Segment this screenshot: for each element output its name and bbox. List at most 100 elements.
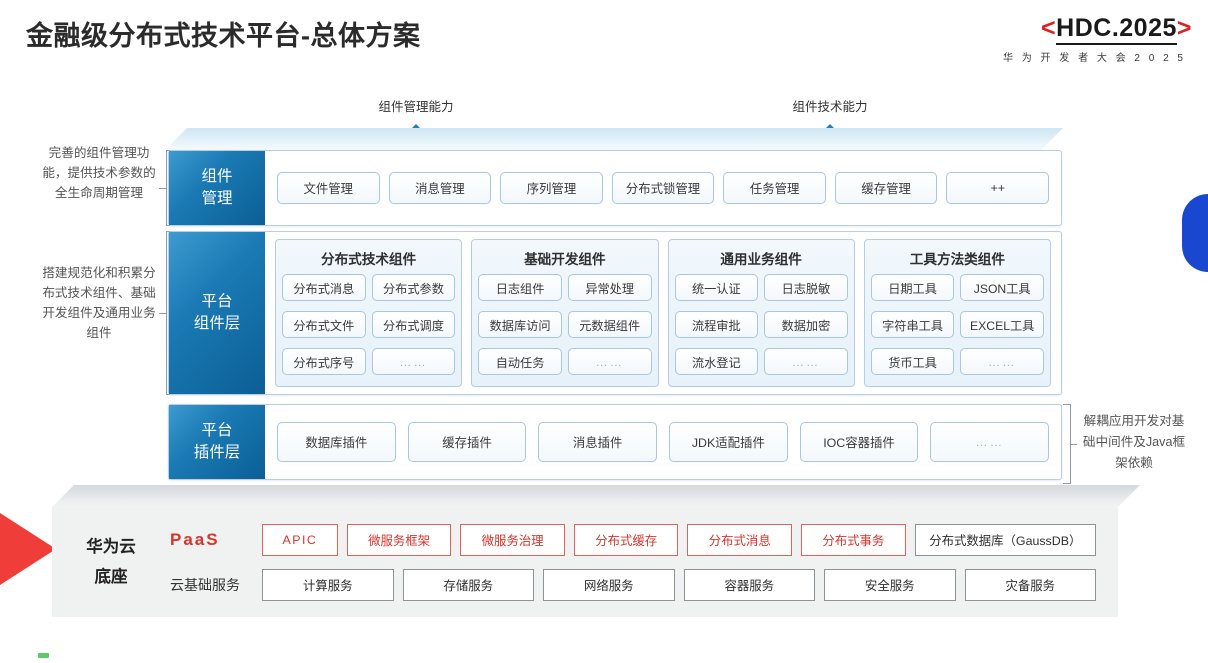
layer-label-line2: 管理	[201, 190, 233, 207]
chip-log-component[interactable]: 日志组件	[478, 274, 562, 301]
layer-platform-plugins: 平台 插件层 数据库插件 缓存插件 消息插件 JDK适配插件 IOC容器插件 ……	[168, 404, 1062, 480]
cell-disaster-recovery-service[interactable]: 灾备服务	[964, 568, 1096, 601]
section-huawei-cloud-base: 华为云 底座 PaaS APIC 微服务框架 微服务治理 分布式缓存 分布式消息…	[52, 507, 1118, 617]
layer-label-platform-plugins: 平台 插件层	[169, 405, 265, 479]
logo-bracket-right-icon: >	[1176, 14, 1192, 42]
callout-right-label: 组件技术能力	[792, 100, 868, 114]
cell-distributed-message[interactable]: 分布式消息	[687, 523, 793, 556]
chip-more-dots[interactable]: ……	[960, 348, 1044, 375]
chip-more-dots[interactable]: ……	[567, 348, 652, 375]
chip-auto-task[interactable]: 自动任务	[478, 348, 562, 375]
chip-file-management[interactable]: 文件管理	[277, 172, 380, 204]
cloud-row-paas: PaaS APIC 微服务框架 微服务治理 分布式缓存 分布式消息 分布式事务 …	[170, 521, 1097, 558]
brace-tick-left-2	[159, 313, 166, 314]
group-grid: 日期工具 JSON工具 字符串工具 EXCEL工具 货币工具 ……	[870, 274, 1044, 380]
callout-left-label: 组件管理能力	[378, 100, 454, 114]
chip-jdk-adapter-plugin[interactable]: JDK适配插件	[669, 422, 788, 462]
cloud-base-top-face-decoration	[52, 485, 1140, 507]
cell-distributed-transaction[interactable]: 分布式事务	[801, 523, 906, 556]
chip-more-dots[interactable]: ……	[764, 348, 848, 375]
cloud-base-title-line2: 底座	[94, 568, 128, 586]
group-general-business-components: 通用业务组件 统一认证 日志脱敏 流程审批 数据加密 流水登记 ……	[667, 239, 855, 387]
layer-body-platform-plugins: 数据库插件 缓存插件 消息插件 JDK适配插件 IOC容器插件 ……	[265, 405, 1061, 479]
note-left-components: 搭建规范化和积累分布式技术组件、基础开发组件及通用业务组件	[42, 266, 156, 340]
layer-label-line1: 组件	[201, 168, 233, 185]
group-grid: 分布式消息 分布式参数 分布式文件 分布式调度 分布式序号 ……	[282, 274, 456, 380]
chip-distributed-parameter[interactable]: 分布式参数	[371, 274, 456, 301]
layer-label-platform-components: 平台 组件层	[169, 232, 265, 394]
chip-ioc-container-plugin[interactable]: IOC容器插件	[799, 422, 919, 462]
chip-unified-auth[interactable]: 统一认证	[674, 274, 759, 301]
chip-cache-plugin[interactable]: 缓存插件	[407, 422, 527, 462]
group-grid: 日志组件 异常处理 数据库访问 元数据组件 自动任务 ……	[478, 274, 652, 380]
group-grid: 统一认证 日志脱敏 流程审批 数据加密 流水登记 ……	[674, 274, 848, 380]
chip-excel-util[interactable]: EXCEL工具	[960, 311, 1044, 338]
paas-cells: APIC 微服务框架 微服务治理 分布式缓存 分布式消息 分布式事务 分布式数据…	[262, 523, 1097, 556]
group-utility-components: 工具方法类组件 日期工具 JSON工具 字符串工具 EXCEL工具 货币工具 ……	[863, 239, 1051, 387]
group-basic-dev-components: 基础开发组件 日志组件 异常处理 数据库访问 元数据组件 自动任务 ……	[471, 239, 659, 387]
chip-cache-management[interactable]: 缓存管理	[834, 172, 938, 204]
chip-distributed-lock-management[interactable]: 分布式锁管理	[611, 172, 715, 204]
brace-tick-right-1	[1070, 444, 1077, 445]
chip-task-management[interactable]: 任务管理	[723, 172, 826, 204]
chip-exception-handling[interactable]: 异常处理	[567, 274, 652, 301]
chip-process-approval[interactable]: 流程审批	[674, 311, 759, 338]
cell-distributed-cache[interactable]: 分布式缓存	[573, 523, 679, 556]
cloud-row-infra: 云基础服务 计算服务 存储服务 网络服务 容器服务 安全服务 灾备服务	[170, 566, 1096, 603]
chip-message-plugin[interactable]: 消息插件	[538, 422, 658, 462]
chip-message-management[interactable]: 消息管理	[388, 172, 492, 204]
chip-data-encryption[interactable]: 数据加密	[764, 311, 848, 338]
cell-apic[interactable]: APIC	[262, 523, 338, 556]
paas-label: PaaS	[170, 529, 220, 549]
group-title: 分布式技术组件	[321, 252, 417, 267]
layer-label-component-management: 组件 管理	[169, 151, 265, 225]
chip-database-access[interactable]: 数据库访问	[478, 311, 562, 338]
layer-label-line1: 平台	[201, 293, 233, 310]
layer-label-line2: 插件层	[193, 444, 241, 461]
chip-date-util[interactable]: 日期工具	[870, 274, 955, 301]
hdc-logo: <HDC.2025> 华 为 开 发 者 大 会 2 0 2 5	[1003, 14, 1192, 64]
chip-database-plugin[interactable]: 数据库插件	[277, 422, 396, 462]
cell-microservice-framework[interactable]: 微服务框架	[346, 523, 452, 556]
layer-platform-components: 平台 组件层 分布式技术组件 分布式消息 分布式参数 分布式文件 分布式调度 分…	[168, 231, 1062, 395]
blue-half-circle-decoration	[1182, 194, 1208, 272]
layer-body-platform-components: 分布式技术组件 分布式消息 分布式参数 分布式文件 分布式调度 分布式序号 ………	[265, 232, 1061, 394]
cloud-base-rows: PaaS APIC 微服务框架 微服务治理 分布式缓存 分布式消息 分布式事务 …	[170, 521, 1118, 603]
cell-security-service[interactable]: 安全服务	[824, 568, 956, 601]
red-arrow-decoration	[0, 513, 56, 585]
cloud-base-title-line1: 华为云	[86, 538, 136, 556]
chip-string-util[interactable]: 字符串工具	[870, 311, 955, 338]
chip-more-dots[interactable]: ……	[371, 348, 456, 375]
cell-network-service[interactable]: 网络服务	[543, 568, 675, 601]
chip-distributed-file[interactable]: 分布式文件	[282, 311, 366, 338]
chip-transaction-record[interactable]: 流水登记	[674, 348, 759, 375]
cell-microservice-governance[interactable]: 微服务治理	[460, 523, 565, 556]
note-right-plugins: 解耦应用开发对基础中间件及Java框架依赖	[1082, 414, 1186, 470]
group-title: 工具方法类组件	[909, 252, 1005, 267]
chip-sequence-management[interactable]: 序列管理	[500, 172, 603, 204]
infra-cells: 计算服务 存储服务 网络服务 容器服务 安全服务 灾备服务	[262, 568, 1096, 601]
cell-compute-service[interactable]: 计算服务	[262, 568, 394, 601]
cell-distributed-database-gaussdb[interactable]: 分布式数据库（GaussDB）	[914, 523, 1097, 556]
chip-more-plus[interactable]: ++	[946, 172, 1050, 204]
chip-currency-util[interactable]: 货币工具	[870, 348, 955, 375]
chip-json-util[interactable]: JSON工具	[960, 274, 1044, 301]
group-distributed-tech-components: 分布式技术组件 分布式消息 分布式参数 分布式文件 分布式调度 分布式序号 ……	[275, 239, 463, 387]
cell-container-service[interactable]: 容器服务	[683, 568, 815, 601]
chip-log-masking[interactable]: 日志脱敏	[764, 274, 848, 301]
layer-component-management: 组件 管理 文件管理 消息管理 序列管理 分布式锁管理 任务管理 缓存管理 ++	[168, 150, 1062, 226]
infra-label: 云基础服务	[170, 576, 240, 593]
logo-subtitle: 华 为 开 发 者 大 会 2 0 2 5	[1002, 53, 1186, 64]
chip-distributed-sequence[interactable]: 分布式序号	[282, 348, 366, 375]
layer-body-component-management: 文件管理 消息管理 序列管理 分布式锁管理 任务管理 缓存管理 ++	[265, 151, 1061, 225]
cell-storage-service[interactable]: 存储服务	[402, 568, 534, 601]
stack-top-face-decoration	[165, 128, 1063, 150]
chip-more-dots[interactable]: ……	[930, 422, 1050, 462]
logo-bracket-left-icon: <	[1041, 14, 1057, 42]
group-title: 基础开发组件	[524, 252, 606, 267]
page-title: 金融级分布式技术平台-总体方案	[26, 21, 421, 51]
chip-distributed-message[interactable]: 分布式消息	[282, 274, 366, 301]
chip-distributed-schedule[interactable]: 分布式调度	[371, 311, 456, 338]
chip-metadata-component[interactable]: 元数据组件	[567, 311, 652, 338]
